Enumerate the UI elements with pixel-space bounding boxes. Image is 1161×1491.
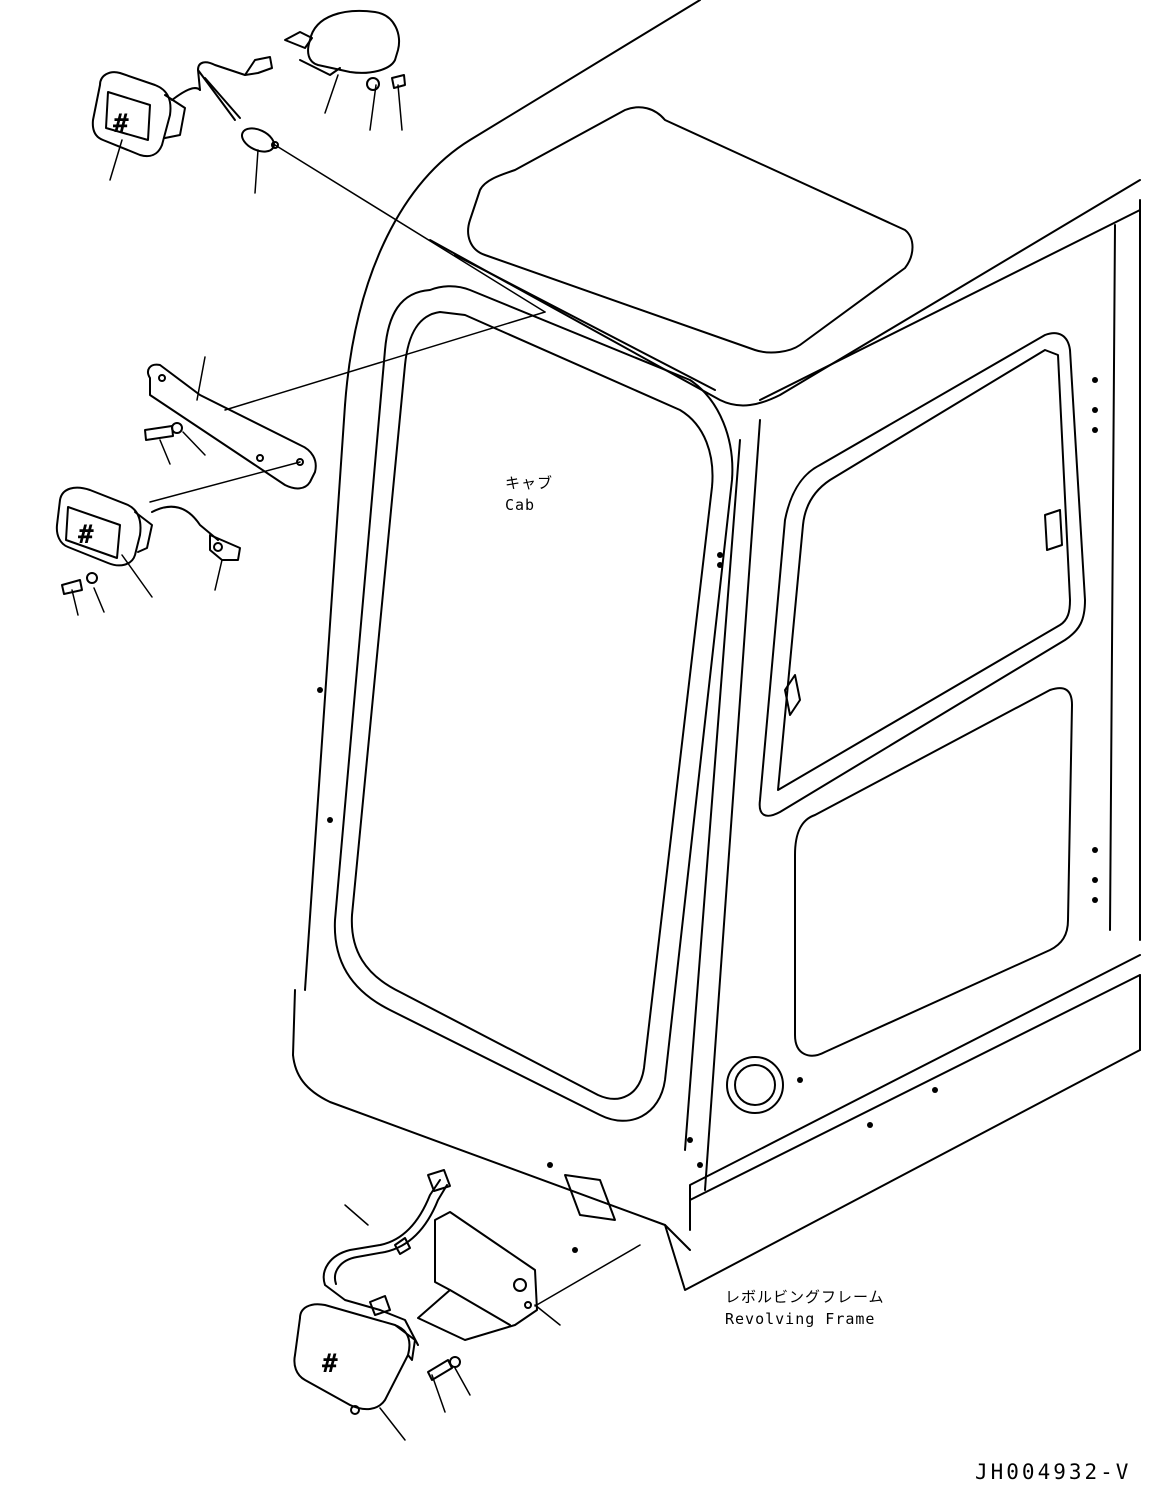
- cab-label-jp: キャブ: [505, 474, 554, 492]
- drawing-code: JH004932-V: [975, 1460, 1132, 1484]
- cab-base: [293, 1055, 690, 1250]
- top-right-small-lamp: [285, 11, 405, 90]
- bottom-lamp-harness: [324, 1170, 450, 1345]
- cab-roof-edge: [430, 180, 1140, 405]
- front-window-frame: [335, 286, 733, 1121]
- bottom-work-lamp: [294, 1304, 415, 1414]
- mid-mounting-bracket: [145, 365, 316, 489]
- revolving-frame: [665, 1050, 1140, 1290]
- bottom-lamp-symbol: #: [322, 1349, 338, 1379]
- door-window-glass: [778, 350, 1070, 790]
- frame-slot: [565, 1175, 615, 1220]
- leader-lines: [72, 75, 640, 1440]
- front-window-glass: [352, 312, 713, 1099]
- cab-label-en: Cab: [505, 496, 536, 514]
- top-left-work-lamp: [93, 72, 200, 156]
- frame-label-jp: レボルビングフレーム: [725, 1288, 885, 1306]
- bottom-mounting-bracket: [418, 1212, 537, 1380]
- door-lower-panel: [795, 688, 1072, 1056]
- top-lamp-harness: [198, 57, 278, 156]
- cab-body: [293, 0, 1140, 1290]
- mid-work-lamp: [57, 488, 240, 594]
- cab-rear-pillar: [1110, 225, 1115, 930]
- cab-roof-outline: [345, 0, 700, 405]
- door-check: [785, 675, 800, 715]
- top-lamp-symbol: #: [113, 109, 129, 139]
- sunroof: [468, 107, 912, 352]
- door-hinge-ring: [727, 1057, 783, 1113]
- door-window-frame: [760, 333, 1085, 816]
- mid-lamp-symbol: #: [78, 520, 94, 550]
- frame-label-en: Revolving Frame: [725, 1310, 876, 1328]
- cab-left-pillar: [305, 405, 345, 990]
- cab-fastener-holes: [317, 377, 1098, 1253]
- lamp-symbols: # # #: [78, 109, 338, 1379]
- cab-front-right-pillar: [685, 440, 740, 1150]
- door-latch: [1045, 510, 1062, 550]
